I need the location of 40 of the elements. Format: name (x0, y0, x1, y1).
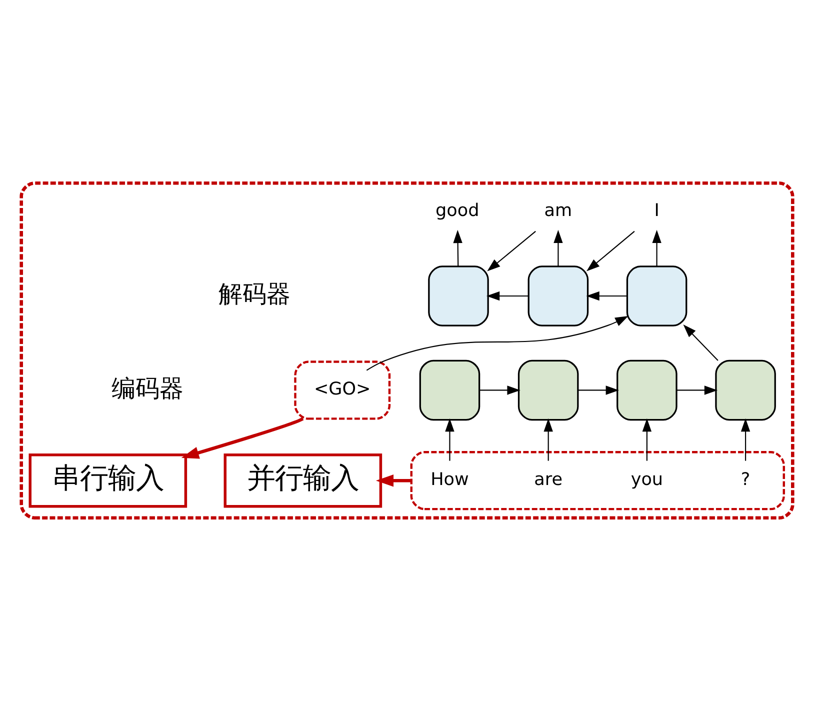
arrow (366, 316, 628, 371)
node-box (528, 266, 589, 326)
node-text: are (534, 470, 562, 490)
arrow (376, 474, 412, 487)
cluster (410, 451, 785, 510)
node-text: good (436, 200, 480, 221)
arrow (554, 230, 563, 266)
arrow (642, 418, 652, 461)
node-box: 串行输入 (28, 453, 188, 508)
label: 编码器 (111, 374, 184, 402)
node-box (518, 360, 579, 421)
node-text: ? (740, 470, 750, 490)
arrow (181, 417, 304, 459)
node-text: I (654, 200, 660, 221)
arrow (740, 418, 750, 461)
arrow (453, 230, 462, 266)
arrow (586, 230, 635, 272)
node-text: am (544, 200, 572, 221)
node-box: 并行输入 (224, 453, 382, 508)
node-box (616, 360, 678, 421)
cluster (20, 182, 794, 520)
arrow (586, 291, 628, 301)
node-box (419, 360, 480, 421)
arrow (544, 418, 553, 461)
arrow (445, 418, 454, 461)
node-box (626, 266, 688, 326)
arrow (676, 386, 718, 395)
node-box (715, 360, 776, 421)
arrow (479, 386, 520, 395)
arrow (652, 230, 662, 266)
node-text: you (630, 470, 664, 490)
node-text: <GO> (314, 379, 371, 400)
node-box (428, 266, 489, 326)
arrow (486, 291, 528, 301)
arrow (578, 386, 619, 395)
arrow (487, 230, 536, 272)
node-text: How (430, 470, 469, 490)
arrow (683, 324, 718, 361)
label: 解码器 (218, 280, 291, 308)
cluster (294, 360, 391, 420)
